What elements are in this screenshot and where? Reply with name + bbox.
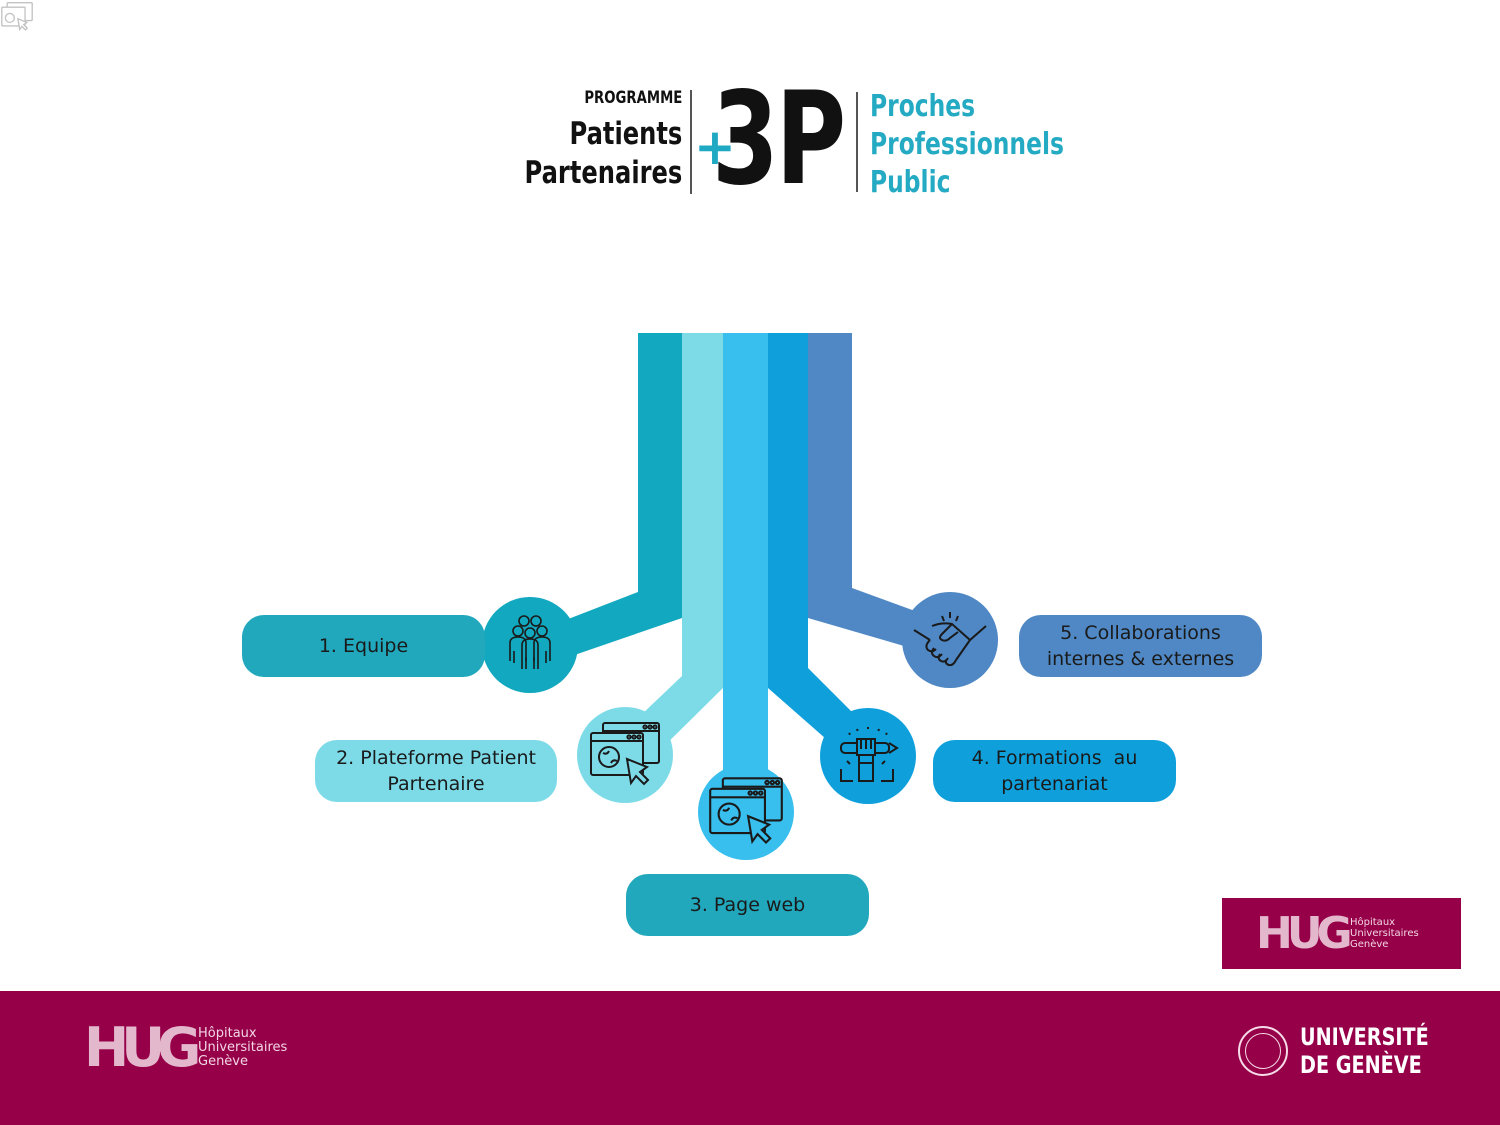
footer-hug-logo: HUG Hôpitaux Universitaires Genève — [84, 1016, 288, 1079]
web-browser-icon — [1, 2, 33, 32]
unige-seal-icon — [1238, 1026, 1288, 1076]
circle-formations — [820, 708, 916, 804]
stripe-1 — [545, 333, 682, 660]
logo-partenaires-text: Partenaires — [524, 155, 682, 191]
stripe-4 — [768, 333, 875, 760]
program-axes-diagram: 1. Equipe 2. Plateforme Patient Partenai… — [1, 2, 1262, 936]
logo-line-public: Public — [870, 165, 951, 200]
label-plateforme-patient-partenaire: 2. Plateforme Patient Partenaire — [315, 740, 557, 802]
circle-plateforme — [577, 707, 673, 803]
hug-logo-text: Hôpitaux Universitaires Genève — [198, 1026, 288, 1069]
web-browser-icon — [709, 777, 783, 845]
logo-3p-lines: Proches Professionnels Public — [870, 88, 1064, 202]
footer-band: HUG Hôpitaux Universitaires Genève UNIVE… — [0, 991, 1500, 1125]
stripe-2 — [620, 333, 723, 760]
handshake-icon — [913, 612, 987, 667]
label-formations-partenariat: 4. Formations au partenariat — [933, 740, 1176, 802]
label-equipe: 1. Equipe — [242, 615, 485, 677]
hug-logo-mark: HUG — [1256, 907, 1353, 959]
stripe-5 — [808, 333, 945, 655]
hug-logo-badge: HUG Hôpitaux Universitaires Genève — [1222, 898, 1461, 969]
footer-unige-logo: UNIVERSITÉ DE GENÈVE — [1238, 1023, 1461, 1079]
circle-equipe — [482, 597, 578, 693]
diagram-stripes-branches — [545, 333, 945, 790]
logo-divider — [856, 92, 858, 192]
circle-collaborations — [902, 592, 998, 688]
logo-line-proches: Proches — [870, 89, 976, 124]
hug-logo-mark: HUG — [84, 1016, 201, 1079]
team-icon — [509, 615, 551, 669]
logo-patients-text: Patients — [569, 116, 682, 152]
logo-programme-text: PROGRAMME — [583, 88, 682, 108]
logo-line-professionnels: Professionnels — [870, 127, 1064, 162]
programme-3p-logo: PROGRAMME Patients Partenaires + 3P Proc… — [524, 76, 1070, 210]
logo-divider — [690, 90, 692, 194]
circle-page-web — [698, 764, 794, 860]
label-collaborations: 5. Collaborations internes & externes — [1019, 615, 1262, 677]
web-browser-icon — [590, 722, 660, 786]
logo-3p-mark: 3P — [712, 65, 846, 214]
raised-fist-pencil-icon — [840, 727, 899, 782]
unige-name: UNIVERSITÉ DE GENÈVE — [1300, 1023, 1429, 1079]
logo-program-name: PROGRAMME Patients Partenaires — [480, 90, 682, 189]
hug-logo-text: Hôpitaux Universitaires Genève — [1350, 917, 1419, 950]
logo-plus-sign: + — [694, 118, 736, 176]
label-page-web: 3. Page web — [626, 874, 869, 936]
stripe-3 — [723, 333, 768, 790]
